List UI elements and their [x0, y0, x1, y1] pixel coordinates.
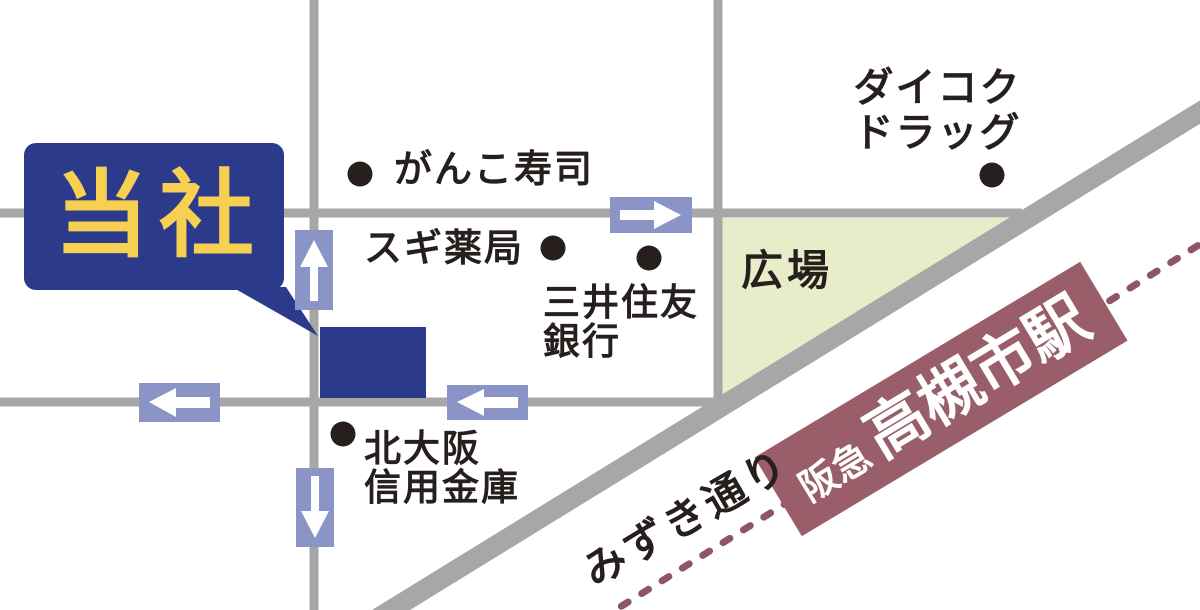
label-plaza: 広場 [741, 246, 834, 295]
label-daikoku-drug: ダイコク ドラッグ [853, 65, 1022, 156]
company-callout: 当社 [24, 143, 284, 290]
landmark-dot-smbc-bank [636, 245, 662, 271]
label-smbc-bank: 三井住友 銀行 [543, 281, 699, 364]
down-arrow-icon [301, 476, 329, 538]
right-arrow-icon [620, 201, 681, 229]
company-callout-label: 当社 [53, 161, 264, 271]
left-arrow-icon [149, 388, 210, 417]
label-kita-osaka-shinkin: 北大阪 信用金庫 [364, 427, 520, 510]
route-arrow-left-inner [447, 385, 528, 420]
label-sugi-pharmacy: スギ薬局 [364, 226, 525, 270]
route-arrow-down [296, 468, 334, 547]
callout-tail [232, 287, 318, 336]
company-building [320, 327, 426, 398]
route-arrow-right [610, 197, 692, 233]
landmark-dot-kita-osaka-shinkin [330, 421, 356, 447]
label-ganko-sushi: がんこ寿司 [394, 147, 595, 191]
landmark-dot-ganko-sushi [347, 161, 373, 187]
landmark-dot-daikoku-drug [979, 162, 1005, 188]
up-arrow-icon [300, 240, 328, 301]
landmark-dot-sugi-pharmacy [540, 235, 566, 261]
route-arrow-left-outer [139, 383, 220, 422]
left-arrow-icon [457, 389, 518, 416]
mizuki-street-road [371, 100, 1200, 610]
route-arrow-up [295, 230, 333, 310]
